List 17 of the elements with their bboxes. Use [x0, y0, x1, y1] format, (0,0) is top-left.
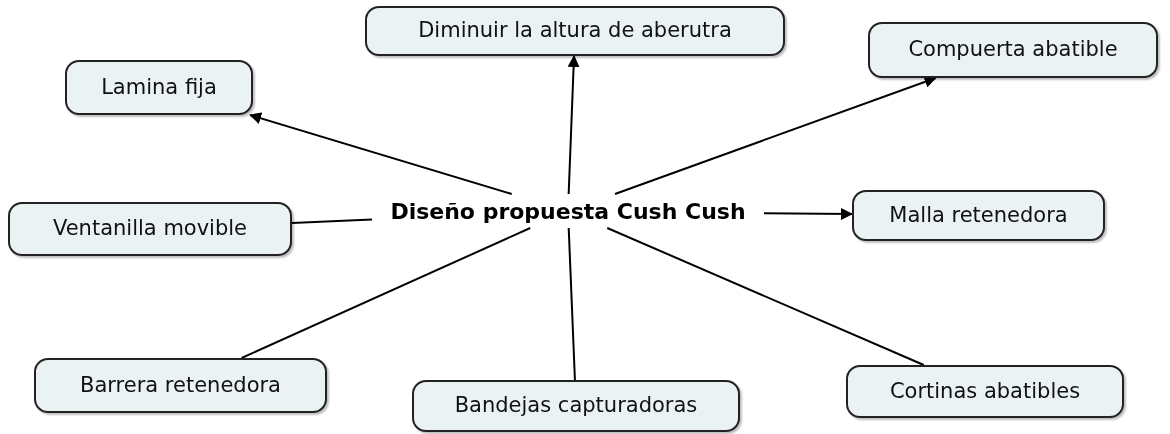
connector-line	[606, 227, 925, 366]
arrow	[614, 76, 937, 195]
concept-box: Malla retenedora	[852, 190, 1105, 241]
arrow	[567, 55, 580, 195]
concept-box: Barrera retenedora	[34, 358, 327, 413]
central-topic: Diseño propuesta Cush Cush	[372, 194, 764, 228]
connector-line	[240, 227, 532, 359]
connector-line	[291, 218, 373, 224]
concept-box: Compuerta abatible	[868, 22, 1158, 78]
concept-box: Diminuir la altura de aberutra	[365, 6, 785, 56]
concept-box: Cortinas abatibles	[846, 365, 1124, 418]
concept-box: Lamina fija	[65, 60, 253, 115]
arrow	[763, 208, 853, 220]
arrow	[249, 112, 513, 195]
connector-line	[567, 227, 576, 381]
concept-box: Bandejas capturadoras	[412, 380, 740, 432]
concept-box: Ventanilla movible	[8, 202, 292, 256]
